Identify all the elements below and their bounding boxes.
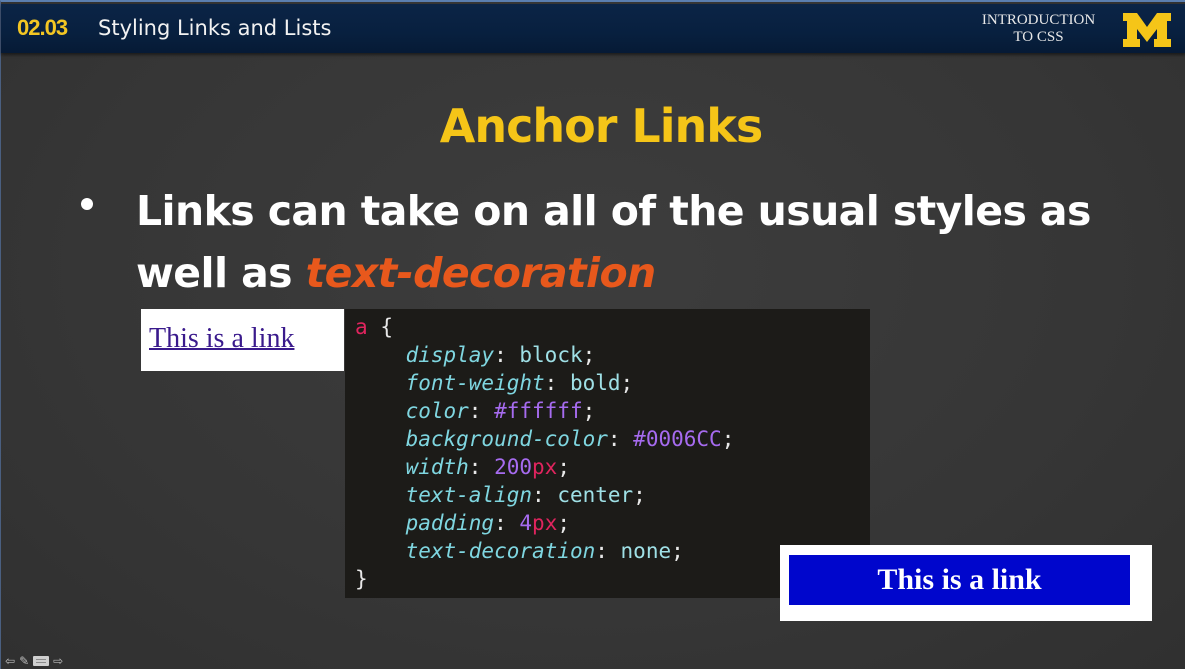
demo-styled-link-box: This is a link: [780, 545, 1152, 621]
lesson-title: Styling Links and Lists: [98, 16, 332, 40]
bullet-icon: [81, 198, 93, 210]
course-name: INTRODUCTION TO CSS: [961, 12, 1116, 46]
pen-icon[interactable]: ✎: [19, 654, 30, 668]
demo-plain-link[interactable]: This is a link: [149, 323, 295, 354]
course-name-line2: TO CSS: [1013, 29, 1064, 45]
code-line: width: 200px;: [405, 455, 570, 479]
slide-header: 02.03 Styling Links and Lists INTRODUCTI…: [1, 4, 1185, 53]
bullet-text-main: Links can take on all of the usual style…: [136, 187, 1091, 297]
code-line: text-decoration: none;: [405, 539, 684, 563]
demo-plain-link-box: This is a link: [141, 309, 344, 371]
bullet-text: Links can take on all of the usual style…: [136, 180, 1156, 304]
block-m-logo-icon: [1123, 13, 1171, 47]
code-line-close: }: [355, 567, 368, 591]
code-selector: a: [355, 315, 368, 339]
player-controls: ⇦ ✎ ⇨: [5, 654, 63, 668]
bullet-emphasis: text-decoration: [305, 249, 657, 297]
code-line: color: #ffffff;: [405, 399, 596, 423]
code-line: padding: 4px;: [405, 511, 570, 535]
lesson-number: 02.03: [17, 15, 68, 40]
code-line: text-align: center;: [405, 483, 646, 507]
screen-icon[interactable]: [33, 656, 50, 666]
demo-styled-link[interactable]: This is a link: [789, 555, 1130, 605]
code-line: font-weight: bold;: [405, 371, 634, 395]
code-line: display: block;: [405, 343, 596, 367]
arrow-left-icon[interactable]: ⇦: [5, 654, 16, 668]
code-line: background-color: #0006CC;: [405, 427, 735, 451]
arrow-right-icon[interactable]: ⇨: [53, 654, 64, 668]
slide-title: Anchor Links: [439, 99, 763, 153]
course-name-line1: INTRODUCTION: [981, 12, 1096, 28]
code-line-selector: a {: [355, 315, 393, 339]
